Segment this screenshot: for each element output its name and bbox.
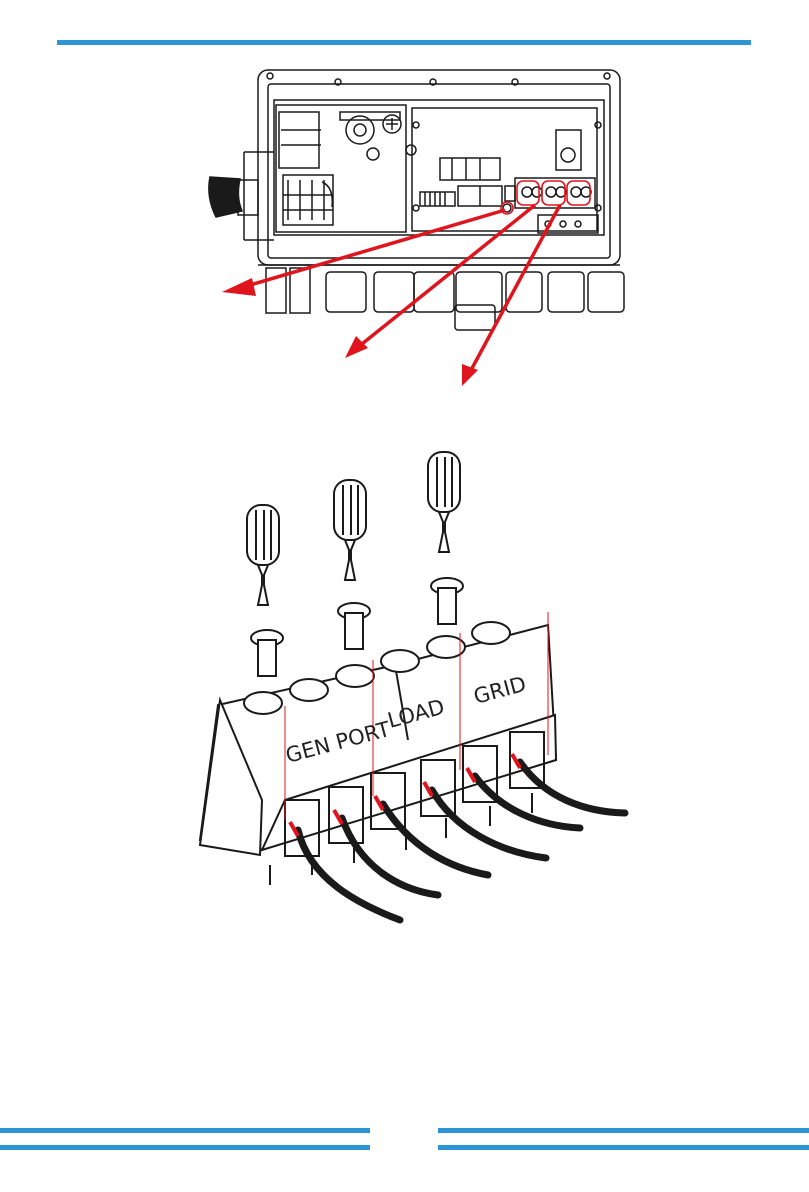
screwdriver-icon [247,452,460,605]
footer-rule-right-top [438,1128,809,1133]
terminal-block-illustration: GEN PORT LOAD GRID [0,0,809,960]
footer-rule-right-bottom [438,1145,809,1150]
footer-rule-left-bottom [0,1145,370,1150]
footer-rule-left-top [0,1128,370,1133]
